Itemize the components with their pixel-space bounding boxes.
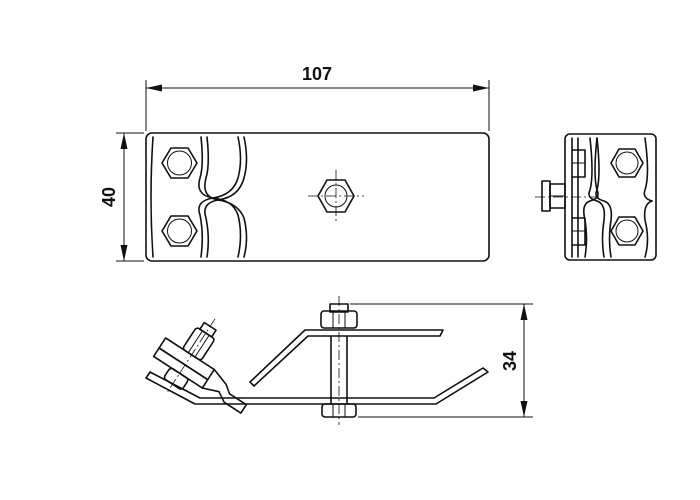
dimension-length-label: 107: [302, 64, 332, 84]
side-view: [145, 296, 489, 425]
hex-bolt-lower: [161, 215, 198, 247]
tilted-clamp: [152, 318, 248, 414]
dimension-height: 34: [350, 303, 533, 418]
hex-bolt-upper: [161, 147, 198, 179]
end-view: [535, 133, 657, 261]
center-hex-nut: [308, 170, 364, 222]
dimension-height-label: 34: [500, 351, 520, 371]
dimension-width: 40: [99, 132, 144, 262]
top-view: [145, 132, 490, 262]
dimension-length: 107: [145, 64, 490, 131]
dimension-width-label: 40: [99, 187, 119, 207]
side-nut: [535, 180, 600, 212]
vertical-bolt: [320, 296, 358, 425]
